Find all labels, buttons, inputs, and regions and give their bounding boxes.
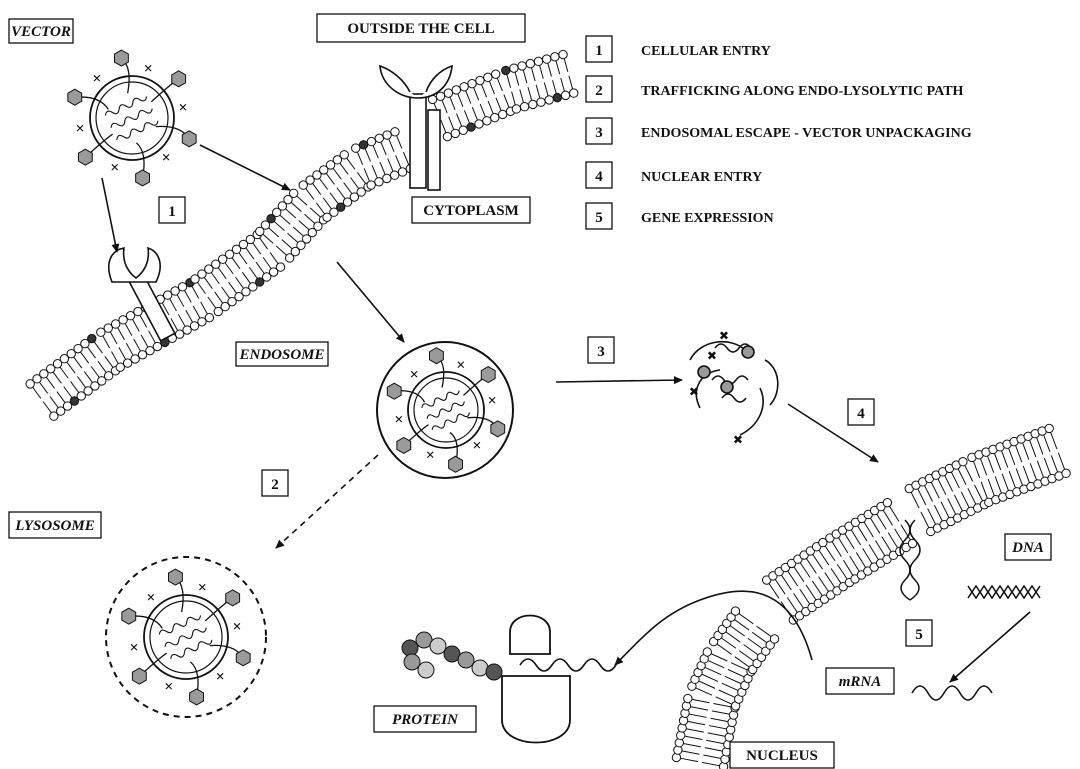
svg-text:×: ×	[110, 160, 119, 177]
svg-text:OUTSIDE THE CELL: OUTSIDE THE CELL	[347, 21, 494, 37]
legend: 1 CELLULAR ENTRY 2 TRAFFICKING ALONG END…	[586, 36, 972, 229]
svg-text:ENDOSOMAL ESCAPE - VECTOR UNPA: ENDOSOMAL ESCAPE - VECTOR UNPACKAGING	[641, 126, 972, 141]
dna-helix	[968, 586, 1040, 598]
ribosome-mrna	[520, 659, 616, 671]
svg-text:×: ×	[144, 60, 153, 77]
svg-text:×: ×	[720, 329, 728, 344]
step-3-box: 3	[588, 337, 614, 363]
label-nucleus: NUCLEUS	[730, 742, 834, 768]
label-lysosome: LYSOSOME	[9, 512, 101, 538]
protein-bead	[404, 654, 420, 670]
svg-text:4: 4	[595, 169, 603, 185]
svg-text:×: ×	[198, 579, 207, 596]
dna-at-pore	[900, 520, 920, 600]
svg-text:TRAFFICKING ALONG ENDO-LYSOLYT: TRAFFICKING ALONG ENDO-LYSOLYTIC PATH	[641, 84, 964, 99]
legend-item: 4 NUCLEAR ENTRY	[586, 162, 762, 188]
escaped-vector: × × × ×	[690, 329, 778, 448]
svg-text:×: ×	[456, 357, 465, 374]
svg-text:×: ×	[162, 149, 171, 166]
protein-bead	[430, 638, 446, 654]
arrow-entry-1	[102, 178, 117, 252]
protein-chain	[402, 632, 502, 680]
svg-text:5: 5	[595, 210, 603, 226]
svg-text:5: 5	[915, 627, 923, 643]
svg-text:GENE EXPRESSION: GENE EXPRESSION	[641, 211, 774, 226]
svg-text:×: ×	[76, 120, 85, 137]
legend-item: 3 ENDOSOMAL ESCAPE - VECTOR UNPACKAGING	[586, 118, 972, 144]
vector-particle-lysosome: × × × × × ×	[122, 569, 250, 705]
step-1-box: 1	[159, 197, 185, 223]
step-4-box: 4	[848, 399, 874, 425]
receptor-right	[428, 110, 440, 190]
vector-particle-endosome: × × × × × ×	[387, 348, 504, 473]
svg-text:1: 1	[595, 43, 603, 59]
protein-bead	[402, 640, 418, 656]
svg-text:×: ×	[164, 679, 173, 696]
vector-particle-outside: × × × × × ×	[68, 50, 196, 186]
svg-text:×: ×	[394, 411, 403, 428]
label-vector: VECTOR	[9, 19, 73, 43]
plasma-membrane-right	[428, 50, 578, 140]
label-protein: PROTEIN	[374, 706, 476, 732]
svg-text:VECTOR: VECTOR	[11, 24, 71, 40]
step-2-box: 2	[262, 470, 288, 496]
label-cytoplasm: CYTOPLASM	[412, 197, 530, 223]
arrow-to-endosome	[337, 262, 404, 342]
svg-text:×: ×	[690, 385, 698, 400]
svg-text:LYSOSOME: LYSOSOME	[14, 518, 94, 534]
svg-text:×: ×	[216, 668, 225, 685]
svg-text:×: ×	[472, 438, 481, 455]
svg-text:ENDOSOME: ENDOSOME	[238, 347, 324, 363]
protein-bead	[486, 664, 502, 680]
svg-text:×: ×	[708, 349, 716, 364]
legend-item: 2 TRAFFICKING ALONG ENDO-LYSOLYTIC PATH	[586, 76, 964, 102]
svg-text:1: 1	[168, 204, 176, 220]
arrow-entry-2	[200, 145, 290, 190]
svg-text:CELLULAR ENTRY: CELLULAR ENTRY	[641, 44, 771, 59]
arrow-export	[615, 591, 812, 665]
label-endosome: ENDOSOME	[236, 342, 328, 366]
legend-item: 5 GENE EXPRESSION	[586, 203, 774, 229]
svg-text:DNA: DNA	[1011, 540, 1044, 556]
nuclear-envelope-upper	[762, 498, 916, 624]
label-dna: DNA	[1005, 534, 1051, 560]
svg-text:×: ×	[178, 100, 187, 117]
arrow-escape	[556, 380, 682, 382]
svg-text:4: 4	[857, 406, 865, 422]
svg-text:2: 2	[595, 83, 603, 99]
svg-text:PROTEIN: PROTEIN	[392, 712, 459, 728]
svg-text:×: ×	[232, 619, 241, 636]
receptor-top	[380, 66, 452, 188]
svg-text:×: ×	[410, 366, 419, 383]
svg-text:×: ×	[130, 639, 139, 656]
protein-bead	[418, 662, 434, 678]
arrow-to-lysosome	[276, 455, 378, 548]
protein-bead	[472, 660, 488, 676]
protein-bead	[458, 652, 474, 668]
svg-text:CYTOPLASM: CYTOPLASM	[423, 203, 519, 219]
nuclear-envelope-right	[905, 424, 1070, 535]
plasma-membrane-left	[26, 128, 415, 421]
mrna-strand	[912, 686, 992, 700]
svg-text:mRNA: mRNA	[839, 674, 882, 690]
legend-item: 1 CELLULAR ENTRY	[586, 36, 771, 62]
svg-text:NUCLEAR ENTRY: NUCLEAR ENTRY	[641, 170, 762, 185]
svg-text:×: ×	[488, 393, 497, 410]
svg-text:×: ×	[146, 590, 155, 607]
svg-text:NUCLEUS: NUCLEUS	[746, 748, 818, 764]
svg-text:2: 2	[271, 477, 279, 493]
svg-text:×: ×	[92, 71, 101, 88]
label-mrna: mRNA	[826, 668, 894, 694]
label-outside: OUTSIDE THE CELL	[317, 14, 525, 42]
arrow-transcription	[950, 612, 1030, 682]
svg-text:×: ×	[426, 447, 435, 464]
svg-text:3: 3	[595, 125, 603, 141]
svg-text:×: ×	[734, 433, 742, 448]
step-5-box: 5	[906, 620, 932, 646]
svg-text:3: 3	[597, 344, 605, 360]
ribosome	[502, 616, 570, 743]
